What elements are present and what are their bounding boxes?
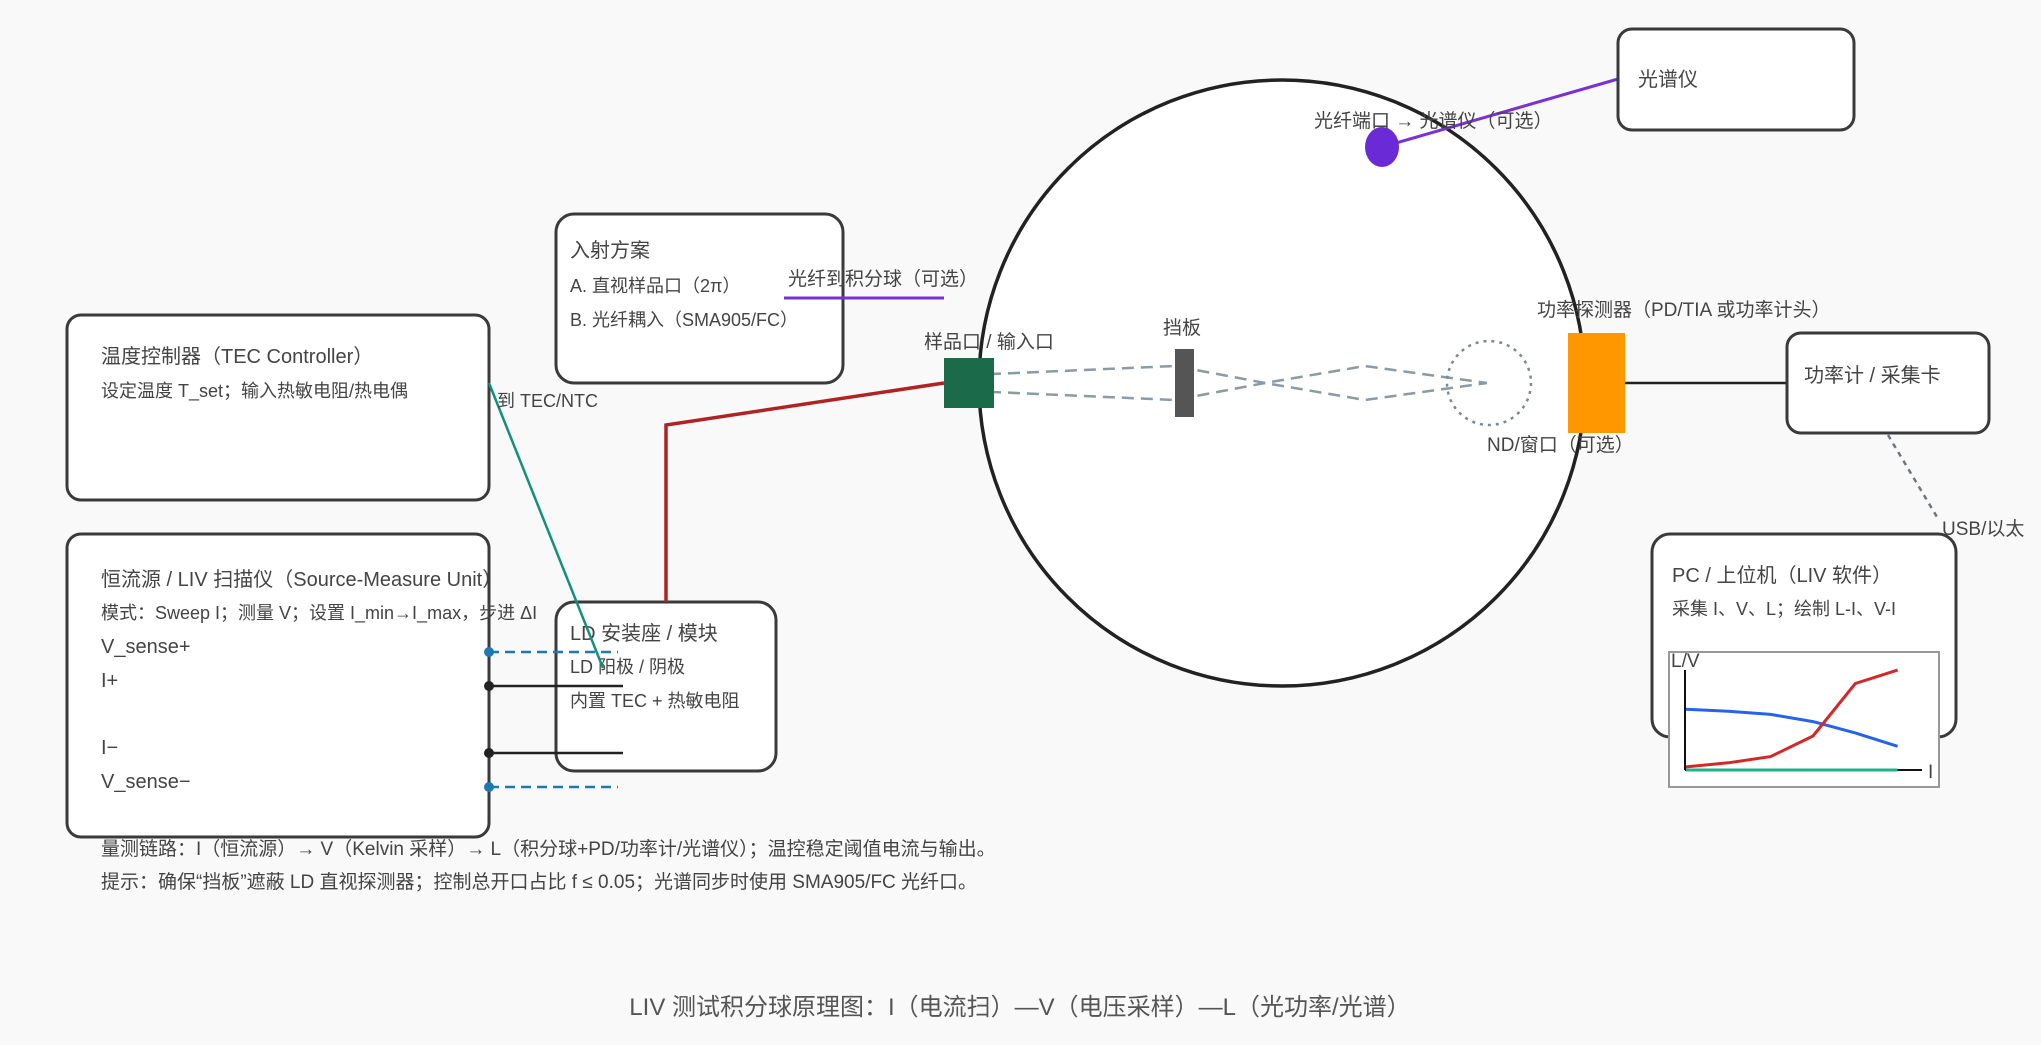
fiber-port (1365, 127, 1399, 167)
ray-lower (969, 364, 1488, 402)
usb-link (1886, 434, 1939, 518)
fiber-to-sphere-label: 光纤到积分球（可选） (788, 268, 978, 290)
smu-terminal-vsense-minus: V_sense− (101, 771, 191, 793)
fiber-port-label: 光纤端口 → 光谱仪（可选） (1314, 110, 1553, 132)
note-measurement-chain: 量测链路：I（恒流源）→ V（Kelvin 采样）→ L（积分球+PD/功率计/… (101, 838, 996, 860)
pc-title: PC / 上位机（LIV 软件） (1672, 564, 1892, 587)
tec-link-label: 到 TEC/NTC (497, 391, 598, 411)
i-minus-terminal[interactable] (484, 748, 494, 758)
smu-terminal-i-minus: I− (101, 737, 118, 759)
nd-window-label: ND/窗口（可选） (1487, 434, 1634, 456)
tec-controller-box[interactable] (65, 313, 491, 502)
liv-mini-chart: L/V I (1668, 651, 1940, 788)
tec-title: 温度控制器（TEC Controller） (101, 345, 373, 368)
chart-x-label: I (1928, 762, 1933, 783)
baffle-label: 挡板 (1163, 317, 1201, 339)
fiber-to-spectrometer (1381, 77, 1619, 149)
vsense-minus-terminal[interactable] (484, 782, 494, 792)
smu-terminal-vsense-plus: V_sense+ (101, 636, 191, 658)
usb-label: USB/以太 (1942, 518, 2024, 540)
i-plus-terminal[interactable] (484, 681, 494, 691)
ld-line1: LD 阳极 / 阴极 (570, 657, 685, 677)
tec-desc: 设定温度 T_set；输入热敏电阻/热电偶 (101, 381, 408, 402)
power-meter-box[interactable] (1785, 331, 1991, 435)
vsense-plus-terminal[interactable] (484, 647, 494, 657)
sample-port-label: 样品口 / 输入口 (924, 331, 1054, 353)
power-meter-title: 功率计 / 采集卡 (1804, 364, 1941, 387)
power-detector (1568, 333, 1625, 433)
baffle (1175, 349, 1194, 417)
tec-ntc-wire (487, 382, 605, 669)
integrating-sphere (977, 78, 1587, 688)
smu-desc: 模式：Sweep I；测量 V；设置 I_min→I_max，步进 ΔI (101, 603, 537, 624)
chart-line-l-i (1685, 668, 1899, 769)
detector-label: 功率探测器（PD/TIA 或功率计头） (1537, 299, 1830, 321)
injection-title: 入射方案 (570, 239, 650, 262)
ld-line2: 内置 TEC + 热敏电阻 (570, 691, 740, 711)
nd-window (1445, 339, 1533, 427)
ld-drive-wire (664, 381, 945, 602)
smu-terminal-i-plus: I+ (101, 670, 118, 692)
spectrometer-box[interactable] (1616, 27, 1856, 132)
note-hint: 提示：确保“挡板”遮蔽 LD 直视探测器；控制总开口占比 f ≤ 0.05；光谱… (101, 871, 977, 893)
chart-series-group (1685, 668, 1899, 772)
smu-title: 恒流源 / LIV 扫描仪（Source-Measure Unit） (101, 568, 502, 591)
sample-port (944, 358, 994, 408)
ld-title: LD 安装座 / 模块 (570, 622, 718, 645)
pc-desc: 采集 I、V、L；绘制 L-I、V-I (1672, 599, 1896, 619)
optical-rays (969, 364, 1488, 402)
injection-option-b: B. 光纤耦入（SMA905/FC） (570, 310, 798, 330)
chart-line-v-i (1685, 707, 1899, 748)
injection-option-a: A. 直视样品口（2π） (570, 276, 740, 296)
diagram-caption: LIV 测试积分球原理图：I（电流扫）—V（电压采样）—L（光功率/光谱） (629, 994, 1410, 1021)
spectrometer-title: 光谱仪 (1638, 68, 1698, 91)
chart-y-label: L/V (1671, 651, 1700, 672)
smu-wires (484, 647, 623, 792)
